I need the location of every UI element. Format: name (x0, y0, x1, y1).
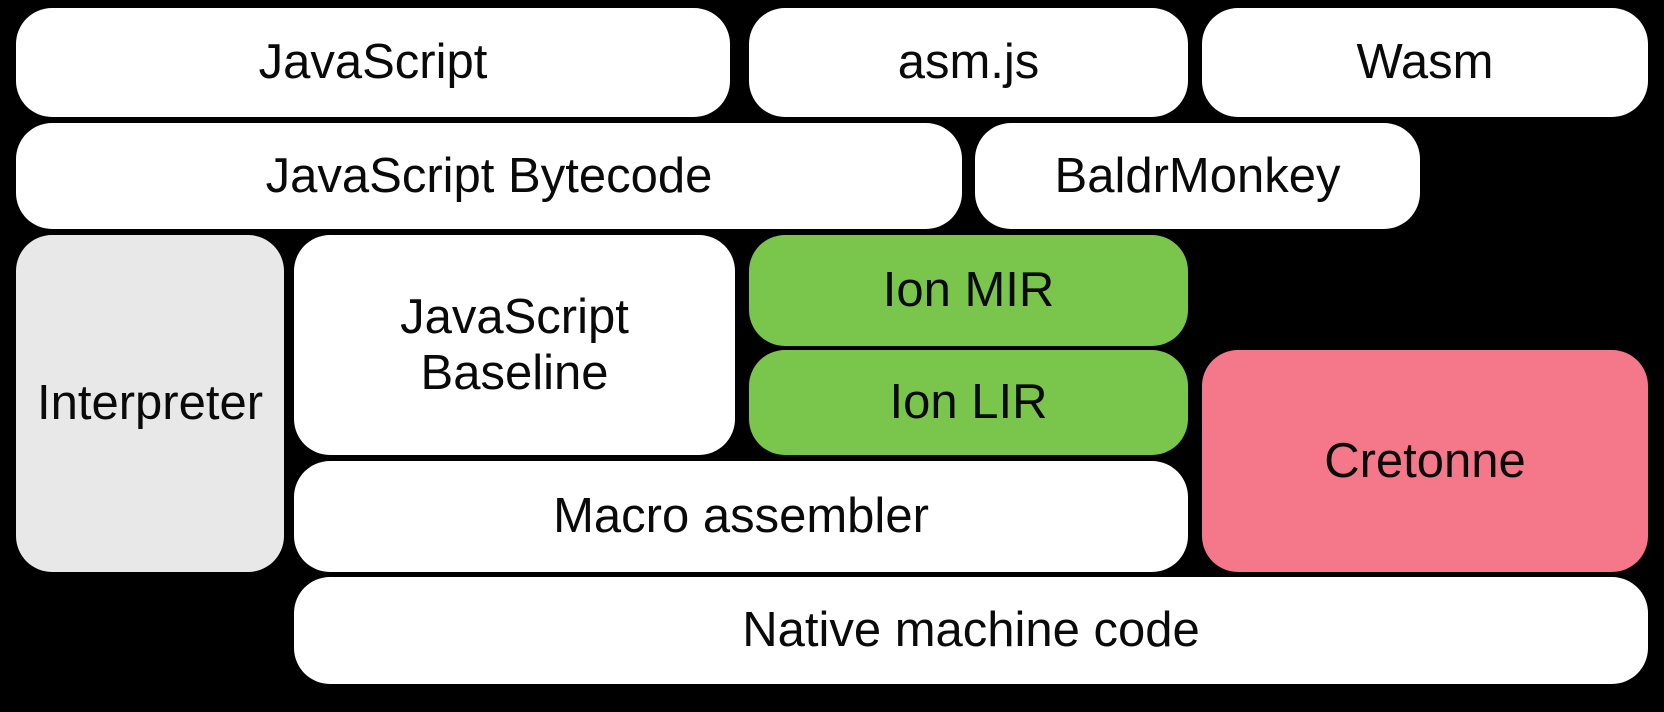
node-javascript: JavaScript (16, 8, 730, 117)
node-javascript-baseline: JavaScript Baseline (294, 235, 735, 455)
node-javascript-bytecode: JavaScript Bytecode (16, 123, 962, 229)
node-ion-lir: Ion LIR (749, 350, 1188, 455)
node-asmjs: asm.js (749, 8, 1188, 117)
node-baldrmonkey: BaldrMonkey (975, 123, 1420, 229)
node-ion-mir: Ion MIR (749, 235, 1188, 346)
node-native-machine-code: Native machine code (294, 577, 1648, 684)
node-wasm: Wasm (1202, 8, 1648, 117)
node-interpreter: Interpreter (16, 235, 284, 572)
node-macro-assembler: Macro assembler (294, 461, 1188, 572)
node-cretonne: Cretonne (1202, 350, 1648, 572)
